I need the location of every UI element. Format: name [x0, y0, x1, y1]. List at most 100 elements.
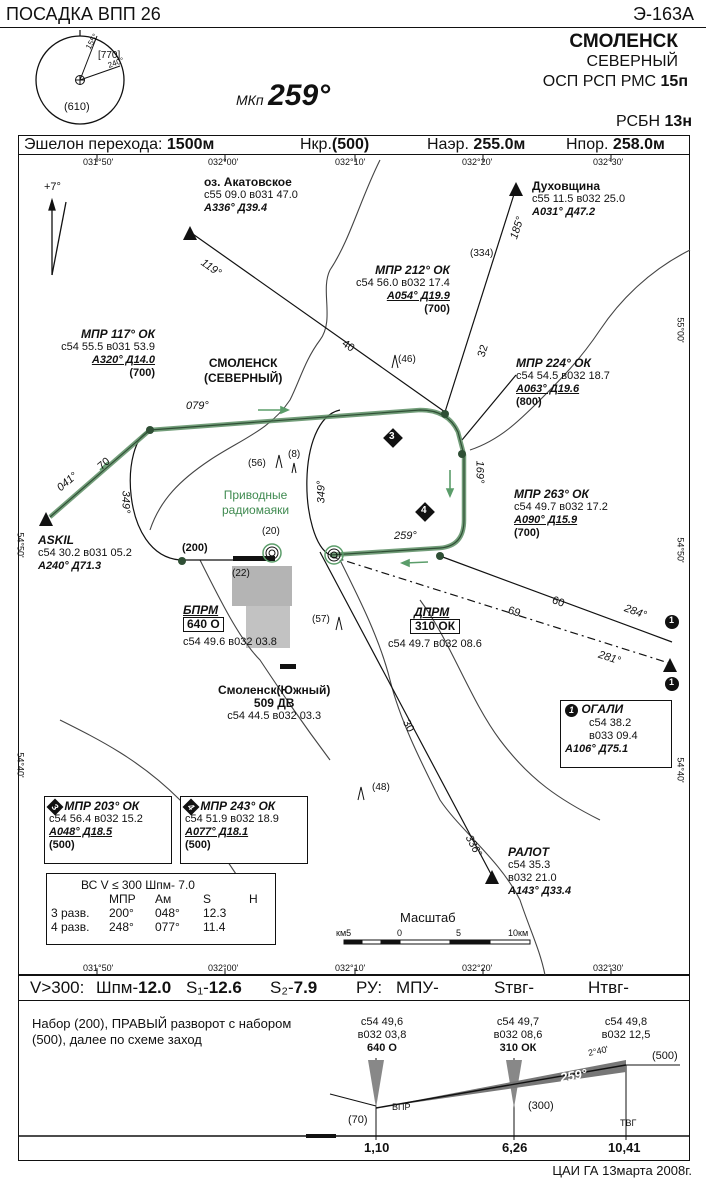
- mpr212-coord: с54 56.0 в032 17.4: [356, 277, 450, 289]
- missed-approach-text: Набор (200), ПРАВЫЙ разворот с набором (…: [32, 1016, 292, 1047]
- vs-table: ВС V ≤ 300 Шпм- 7.0 МПР Ам S H 3 разв. 2…: [46, 873, 276, 945]
- npor-value: 258.0м: [612, 136, 665, 153]
- ralot-name: РАЛОТ: [508, 845, 549, 859]
- nazr-label: Наэр.: [427, 136, 469, 153]
- transition-label: Эшелон перехода:: [24, 136, 163, 153]
- nazr: Наэр. 255.0м: [427, 136, 525, 154]
- grid-lon-top-4: 032°20': [462, 157, 493, 167]
- mk-label: МКп: [236, 92, 264, 108]
- airport-name: СМОЛЕНСК: [569, 31, 678, 52]
- vs-r0c0: 3 разв.: [51, 906, 90, 920]
- profile-dist-3: 10,41: [608, 1140, 641, 1155]
- city-area: [232, 566, 296, 669]
- profile-col-1: с54 49,6 в032 03,8 640 О: [352, 1016, 412, 1055]
- askil-bearing: А240° Д71.3: [38, 560, 102, 572]
- mpr224-bearing: А063° Д19.6: [516, 383, 580, 395]
- shpm: Шпм-12.0: [96, 978, 171, 998]
- route-259: 259°: [394, 530, 417, 542]
- bprm-coord: с54 49.6 в032 03.8: [183, 636, 277, 648]
- mpr117-bearing: А320° Д14.0: [91, 354, 155, 366]
- mpr263-coord: с54 49.7 в032 17.2: [514, 501, 608, 513]
- obstacle-8: (8): [288, 449, 301, 460]
- mk-value: 259°: [268, 79, 331, 112]
- ogali-coord2: в033 09.4: [589, 730, 638, 742]
- box3-bearing: А048° Д18.5: [49, 826, 113, 838]
- nav-equipment: ОСП РСП РМС 15п: [543, 73, 688, 91]
- beacons-note-line1: Приводные: [223, 488, 288, 502]
- profile-alt-300: (300): [528, 1100, 554, 1112]
- col1-coord2: в032 03,8: [357, 1029, 407, 1041]
- shpm-label: Шпм-: [96, 978, 139, 997]
- ogali-bearing: А106° Д75.1: [565, 743, 629, 755]
- nazr-value: 255.0м: [473, 136, 526, 153]
- askil-name: ASKIL: [38, 533, 74, 547]
- hkr: Нкр.(500): [300, 136, 369, 154]
- dprm-coord: с54 49.7 в032 08.6: [388, 638, 482, 650]
- ralot-coord2: в032 21.0: [508, 872, 557, 884]
- col2-freq: 310 ОК: [499, 1042, 537, 1054]
- beacon-dprm: ДПРМ 310 ОК с54 49.7 в032 08.6: [388, 606, 482, 651]
- grid-lon-bot-1: 031°50': [83, 963, 114, 973]
- dprm-name: ДПРМ: [414, 605, 450, 619]
- equipment-label: ОСП РСП РМС: [542, 73, 657, 90]
- route-079: 079°: [186, 400, 209, 412]
- box4-coord: с54 51.9 в032 18.9: [185, 813, 279, 825]
- msa-alt: (610): [64, 101, 90, 113]
- msa-sector: [770]: [98, 50, 120, 61]
- equipment-channel: 15п: [660, 73, 688, 90]
- mpr212-alt: (700): [424, 303, 450, 315]
- ralot-coord1: с54 35.3: [508, 859, 551, 871]
- fix-mpr212: МПР 212° ОК с54 56.0 в032 17.4 А054° Д19…: [356, 264, 450, 316]
- grid-lon-top-5: 032°30': [593, 157, 624, 167]
- ralot-bearing: А143° Д33.4: [508, 885, 572, 897]
- chart-title: ПОСАДКА ВПП 26: [6, 4, 161, 24]
- header-rule: [0, 27, 706, 28]
- fix-box-4: 4 МПР 243° ОК с54 51.9 в032 18.9 А077° Д…: [180, 796, 308, 864]
- scale-tick-0: км5: [336, 928, 352, 938]
- vs-r0c1: 200°: [109, 906, 134, 920]
- mpr117-alt: (700): [129, 367, 155, 379]
- vs-h3: S: [203, 892, 212, 906]
- profile-dist-2: 6,26: [502, 1140, 528, 1155]
- scale-tick-1: 0: [397, 928, 403, 938]
- fix-3-marker: 3: [389, 431, 395, 442]
- fix-mpr263: МПР 263° ОК с54 49.7 в032 17.2 А090° Д15…: [514, 488, 608, 540]
- mpr224-alt: (800): [516, 396, 542, 408]
- map-frame: [18, 155, 690, 975]
- grid-lon-bot-4: 032°20': [462, 963, 493, 973]
- s2-label: S₂-: [270, 978, 294, 997]
- box4-bearing: А077° Д18.1: [185, 826, 249, 838]
- box4-title: МПР 243° ОК: [200, 799, 276, 813]
- stvg-label: Sтвг-: [494, 978, 535, 997]
- speed-bar: [18, 975, 690, 1001]
- s1-value: 12.6: [208, 978, 242, 997]
- htvg-label: Hтвг-: [588, 978, 629, 997]
- akatovskoe-name: оз. Акатовское: [204, 175, 292, 189]
- wp-askil: ASKIL с54 30.2 в031 05.2 А240° Д71.3: [38, 534, 132, 573]
- mpr263-title: МПР 263° ОК: [514, 487, 589, 501]
- chart-id: Э-163А: [633, 4, 694, 24]
- airport-label-north: СМОЛЕНСК (СЕВЕРНЫЙ): [204, 356, 282, 386]
- vs-h2: Ам: [155, 892, 172, 906]
- south-name: Смоленск(Южный): [218, 683, 331, 697]
- obstacle-46: (46): [398, 354, 416, 365]
- s2: S₂-7.9: [270, 978, 317, 998]
- wp-ralot: РАЛОТ с54 35.3 в032 21.0 А143° Д33.4: [508, 846, 571, 898]
- mpr224-title: МПР 224° ОК: [516, 356, 591, 370]
- profile-col-3: с54 49,8 в032 12,5: [596, 1016, 656, 1042]
- hkr-value: (500): [331, 136, 370, 153]
- beacons-note-line2: радиомаяки: [222, 503, 290, 517]
- mpr263-alt: (700): [514, 527, 540, 539]
- north-line1: СМОЛЕНСК: [208, 356, 278, 370]
- route-200: (200): [182, 542, 208, 554]
- south-coord: с54 44.5 в032 03.3: [227, 710, 322, 722]
- wp-dukhovshchina: Духовщина с55 11.5 в032 25.0 А031° Д47.2: [532, 180, 625, 219]
- magnetic-variation: +7°: [44, 181, 61, 193]
- mpr224-coord: с54 54.5 в032 18.7: [516, 370, 610, 382]
- bprm-name: БПРМ: [183, 603, 219, 617]
- airport-south: Смоленск(Южный) 509 ДВ с54 44.5 в032 03.…: [218, 684, 330, 723]
- transition-value: 1500м: [166, 136, 215, 153]
- col3-coord1: с54 49,8: [604, 1016, 648, 1028]
- mpr117-coord: с54 55.5 в031 53.9: [61, 341, 155, 353]
- vs-r1c1: 248°: [109, 920, 134, 934]
